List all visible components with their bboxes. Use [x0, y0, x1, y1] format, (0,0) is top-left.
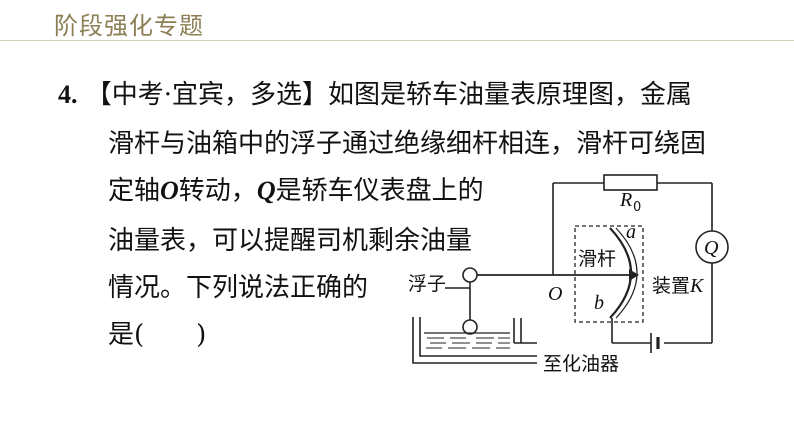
device-k-box: [574, 225, 644, 323]
question-number: 4.: [58, 80, 78, 109]
answer-paren-close: ): [196, 320, 207, 350]
arc-end-b-label: b: [594, 292, 604, 314]
text-segment: 是轿车仪表盘上的: [275, 176, 484, 206]
resistor-arc-inner: [615, 227, 638, 319]
question-line-5: 情况。下列说法正确的: [108, 273, 369, 303]
question-line-6: 是(): [108, 320, 206, 350]
question-line-4: 油量表，可以提醒司机剩余油量: [108, 226, 473, 256]
section-title: 阶段强化专题: [54, 12, 204, 40]
text-segment: 定轴: [108, 176, 161, 206]
text-segment: 转动，: [178, 176, 257, 206]
resistor-label: R: [619, 189, 632, 211]
question-line-3: 定轴O转动，Q是轿车仪表盘上的: [108, 176, 484, 206]
resistor-icon: [603, 174, 658, 191]
pivot-icon: [462, 267, 478, 283]
slider-label: 滑杆: [578, 248, 616, 270]
arc-end-a-label: a: [626, 221, 636, 243]
float-label: 浮子: [408, 273, 446, 295]
meter-label: Q: [704, 237, 719, 259]
outlet-label: 至化油器: [543, 353, 619, 375]
page-header: 阶段强化专题: [0, 0, 794, 41]
meter-symbol-Q: Q: [256, 176, 276, 205]
answer-paren-open: 是(: [108, 320, 145, 350]
question-line-1: 4. 【中考·宜宾，多选】如图是轿车油量表原理图，金属: [58, 80, 692, 110]
float-icon: [462, 319, 478, 335]
device-label: 装置K: [652, 275, 705, 297]
slider-arrow-icon: [629, 269, 639, 281]
pivot-label: O: [548, 283, 562, 305]
meter-icon: [695, 230, 729, 264]
circuit-wires: [552, 182, 713, 344]
header-divider: [0, 40, 794, 41]
question-line-2: 滑杆与油箱中的浮子通过绝缘细杆相连，滑杆可绕固: [108, 129, 707, 159]
fuel-tank: [412, 317, 537, 364]
question-text-1: 【中考·宜宾，多选】如图是轿车油量表原理图，金属: [85, 80, 693, 110]
resistor-subscript: 0: [633, 200, 641, 215]
pivot-symbol-O: O: [160, 176, 179, 205]
